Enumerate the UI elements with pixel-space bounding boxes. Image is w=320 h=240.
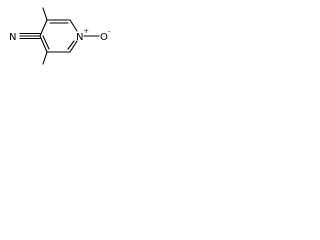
ring-nitrogen-charge: +	[84, 27, 89, 35]
methyl-bond-bottom	[42, 51, 48, 65]
structure-diagram: N N + O -	[9, 7, 111, 65]
nitrile-nitrogen-label: N	[9, 32, 16, 43]
oxygen-label: O	[100, 32, 108, 43]
ring-nitrogen-label: N	[76, 32, 83, 43]
ring-bond-c5-c4	[39, 35, 48, 53]
ring-bond-c4-c3	[39, 19, 48, 37]
methyl-bond-top	[42, 7, 48, 21]
ring-bond-n-c6-inner	[67, 40, 75, 50]
ring-bond-n-c6	[69, 40, 78, 53]
oxygen-charge: -	[108, 27, 111, 35]
ring-bond-c2-n	[69, 19, 78, 32]
ring-bond-c5-c4-inner	[42, 35, 50, 50]
